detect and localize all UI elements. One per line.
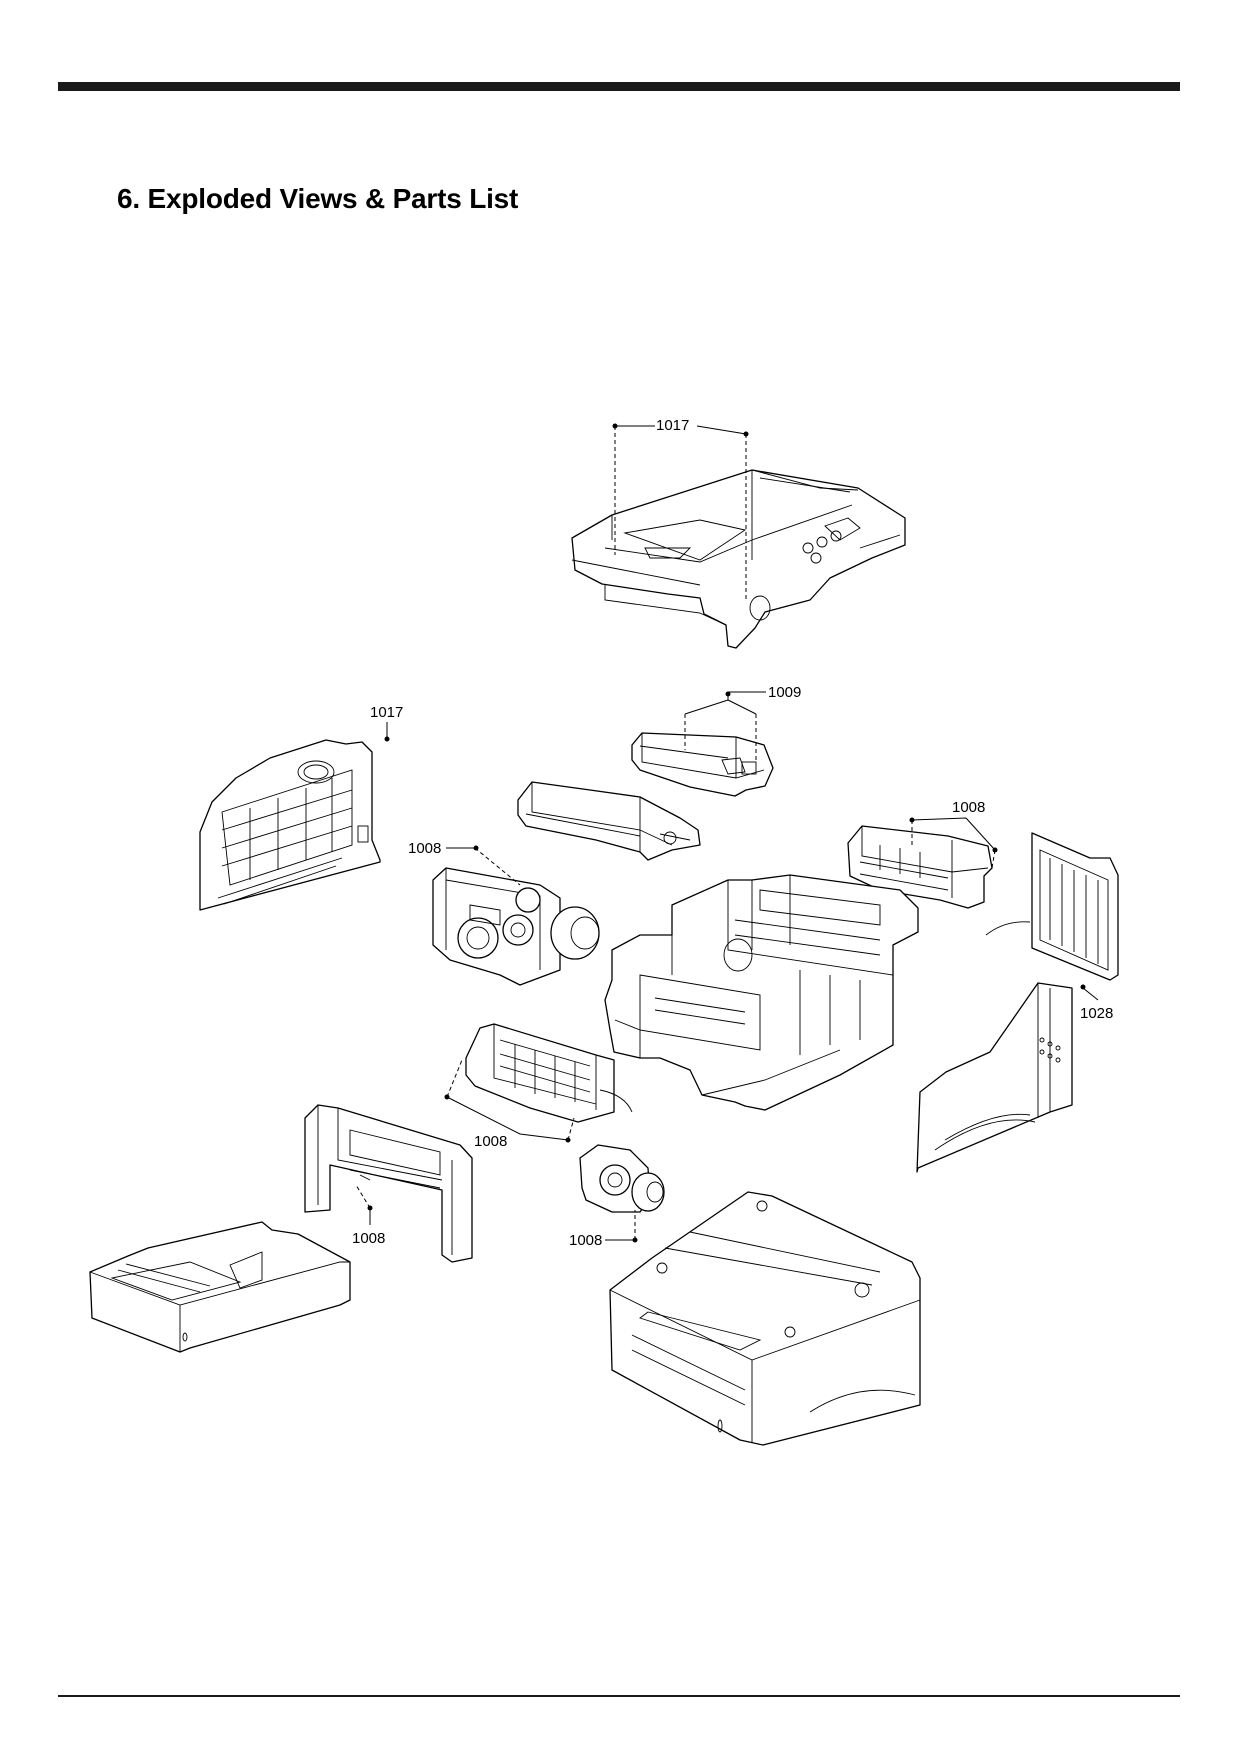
bottom-rule — [58, 1695, 1180, 1697]
callout-label: 1008 — [952, 799, 985, 816]
transfer-guide-assembly — [465, 1023, 633, 1123]
front-cover — [304, 1104, 473, 1263]
callout-1017-rear: 1017 — [370, 704, 403, 742]
toner-cartridge — [517, 781, 701, 861]
callout-label: 1017 — [370, 704, 403, 721]
callout-1017-top: 1017 — [612, 417, 749, 600]
callout-label: 1017 — [656, 417, 689, 434]
callout-label: 1008 — [408, 840, 441, 857]
callout-1009: 1009 — [684, 684, 801, 760]
main-frame — [604, 874, 919, 1111]
callout-1008-pickup: 1008 — [569, 1210, 638, 1249]
control-board-bracket — [985, 832, 1119, 981]
callout-1028: 1028 — [1080, 984, 1113, 1022]
laser-scanner-unit — [631, 732, 774, 797]
callout-1008-fuser: 1008 — [909, 799, 998, 869]
side-cover — [916, 982, 1073, 1173]
callout-1008-gear: 1008 — [408, 840, 521, 886]
gear-drive-motor-unit — [432, 867, 600, 986]
top-cover — [571, 469, 906, 649]
top-rule — [58, 82, 1180, 91]
optional-paper-feeder — [609, 1191, 921, 1446]
callout-label: 1008 — [352, 1230, 385, 1247]
paper-cassette — [89, 1221, 351, 1353]
pickup-drive-unit — [579, 1144, 665, 1213]
page-title: 6. Exploded Views & Parts List — [117, 183, 519, 214]
callout-1008-transfer: 1008 — [444, 1059, 575, 1150]
callout-label: 1028 — [1080, 1005, 1113, 1022]
callout-label: 1009 — [768, 684, 801, 701]
rear-cover — [199, 739, 381, 911]
callout-1008-front: 1008 — [352, 1184, 385, 1247]
callout-label: 1008 — [474, 1133, 507, 1150]
callout-label: 1008 — [569, 1232, 602, 1249]
